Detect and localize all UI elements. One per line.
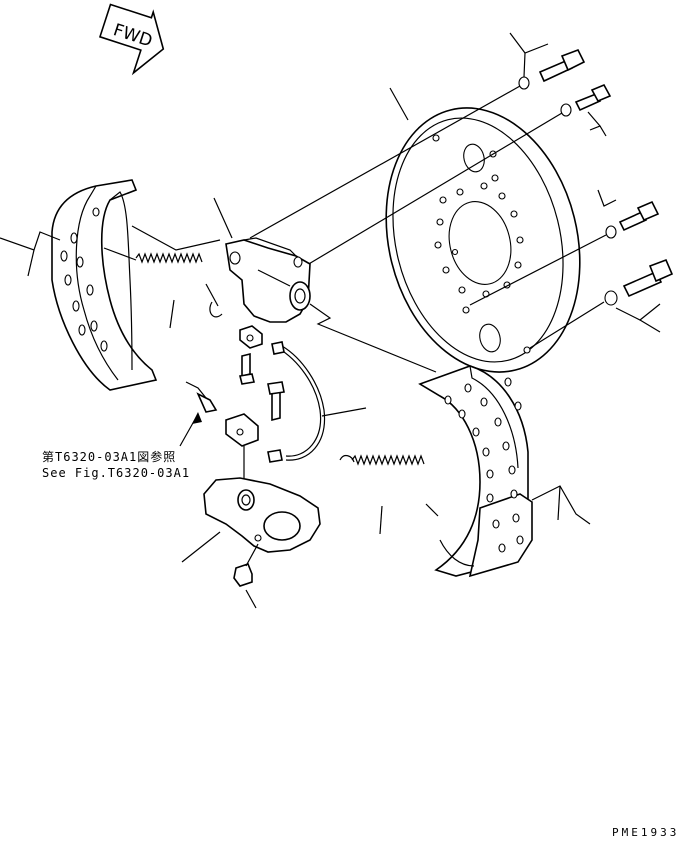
- plug: [233, 543, 259, 587]
- backing-plate-bolt-holes: [434, 182, 524, 298]
- upper-wheel-cylinder: [225, 237, 311, 323]
- lower-wheel-cylinder: [203, 477, 321, 553]
- spring-left: [103, 247, 223, 318]
- drawing-code: PME1933: [612, 826, 680, 839]
- brake-shoe-right: [418, 365, 533, 578]
- reference-note-japanese: 第T6320-03A1図参照: [42, 450, 177, 464]
- reference-note-english: See Fig.T6320-03A1: [42, 466, 191, 480]
- callout-right-shoe-2: [557, 485, 561, 521]
- backing-plate: [385, 107, 581, 373]
- brake-fitting-block-lower: [225, 413, 259, 447]
- spring-right: [339, 454, 439, 517]
- bolt-middle: [605, 200, 660, 239]
- brake-tube: [267, 341, 326, 463]
- callout-link-upper: [131, 225, 221, 251]
- bolt-lower: [604, 258, 674, 306]
- bleeder-bolt-lower: [267, 381, 285, 422]
- reference-arrow-icon: [179, 412, 202, 447]
- bolt-upper-1: [518, 48, 586, 90]
- callout-right-spring: [379, 505, 383, 535]
- callout-brake-tube: [321, 407, 367, 417]
- callout-left-shoe: [0, 231, 61, 251]
- callout-left-spring: [169, 299, 175, 329]
- brake-shoe-left: [51, 179, 158, 391]
- bolt-upper-2: [560, 83, 612, 117]
- callout-plug: [245, 589, 257, 609]
- callout-lower-cylinder: [181, 531, 221, 563]
- bleeder-bolt-upper: [239, 352, 255, 385]
- callout-right-shoe: [531, 485, 591, 525]
- bleeder-screw: [185, 381, 218, 413]
- callout-left-shoe-2: [27, 249, 35, 277]
- fwd-arrow-icon: FWD: [98, 3, 165, 76]
- alignment-lines: [249, 85, 607, 349]
- callout-lower-shoe-link: [309, 303, 437, 373]
- brake-shoe-left-rivets: [60, 207, 108, 352]
- brake-fitting-block-upper: [239, 325, 263, 349]
- callout-upper-cylinder: [213, 197, 233, 239]
- callout-lines-right: [389, 32, 661, 333]
- brake-shoe-right-rivets: [444, 377, 524, 553]
